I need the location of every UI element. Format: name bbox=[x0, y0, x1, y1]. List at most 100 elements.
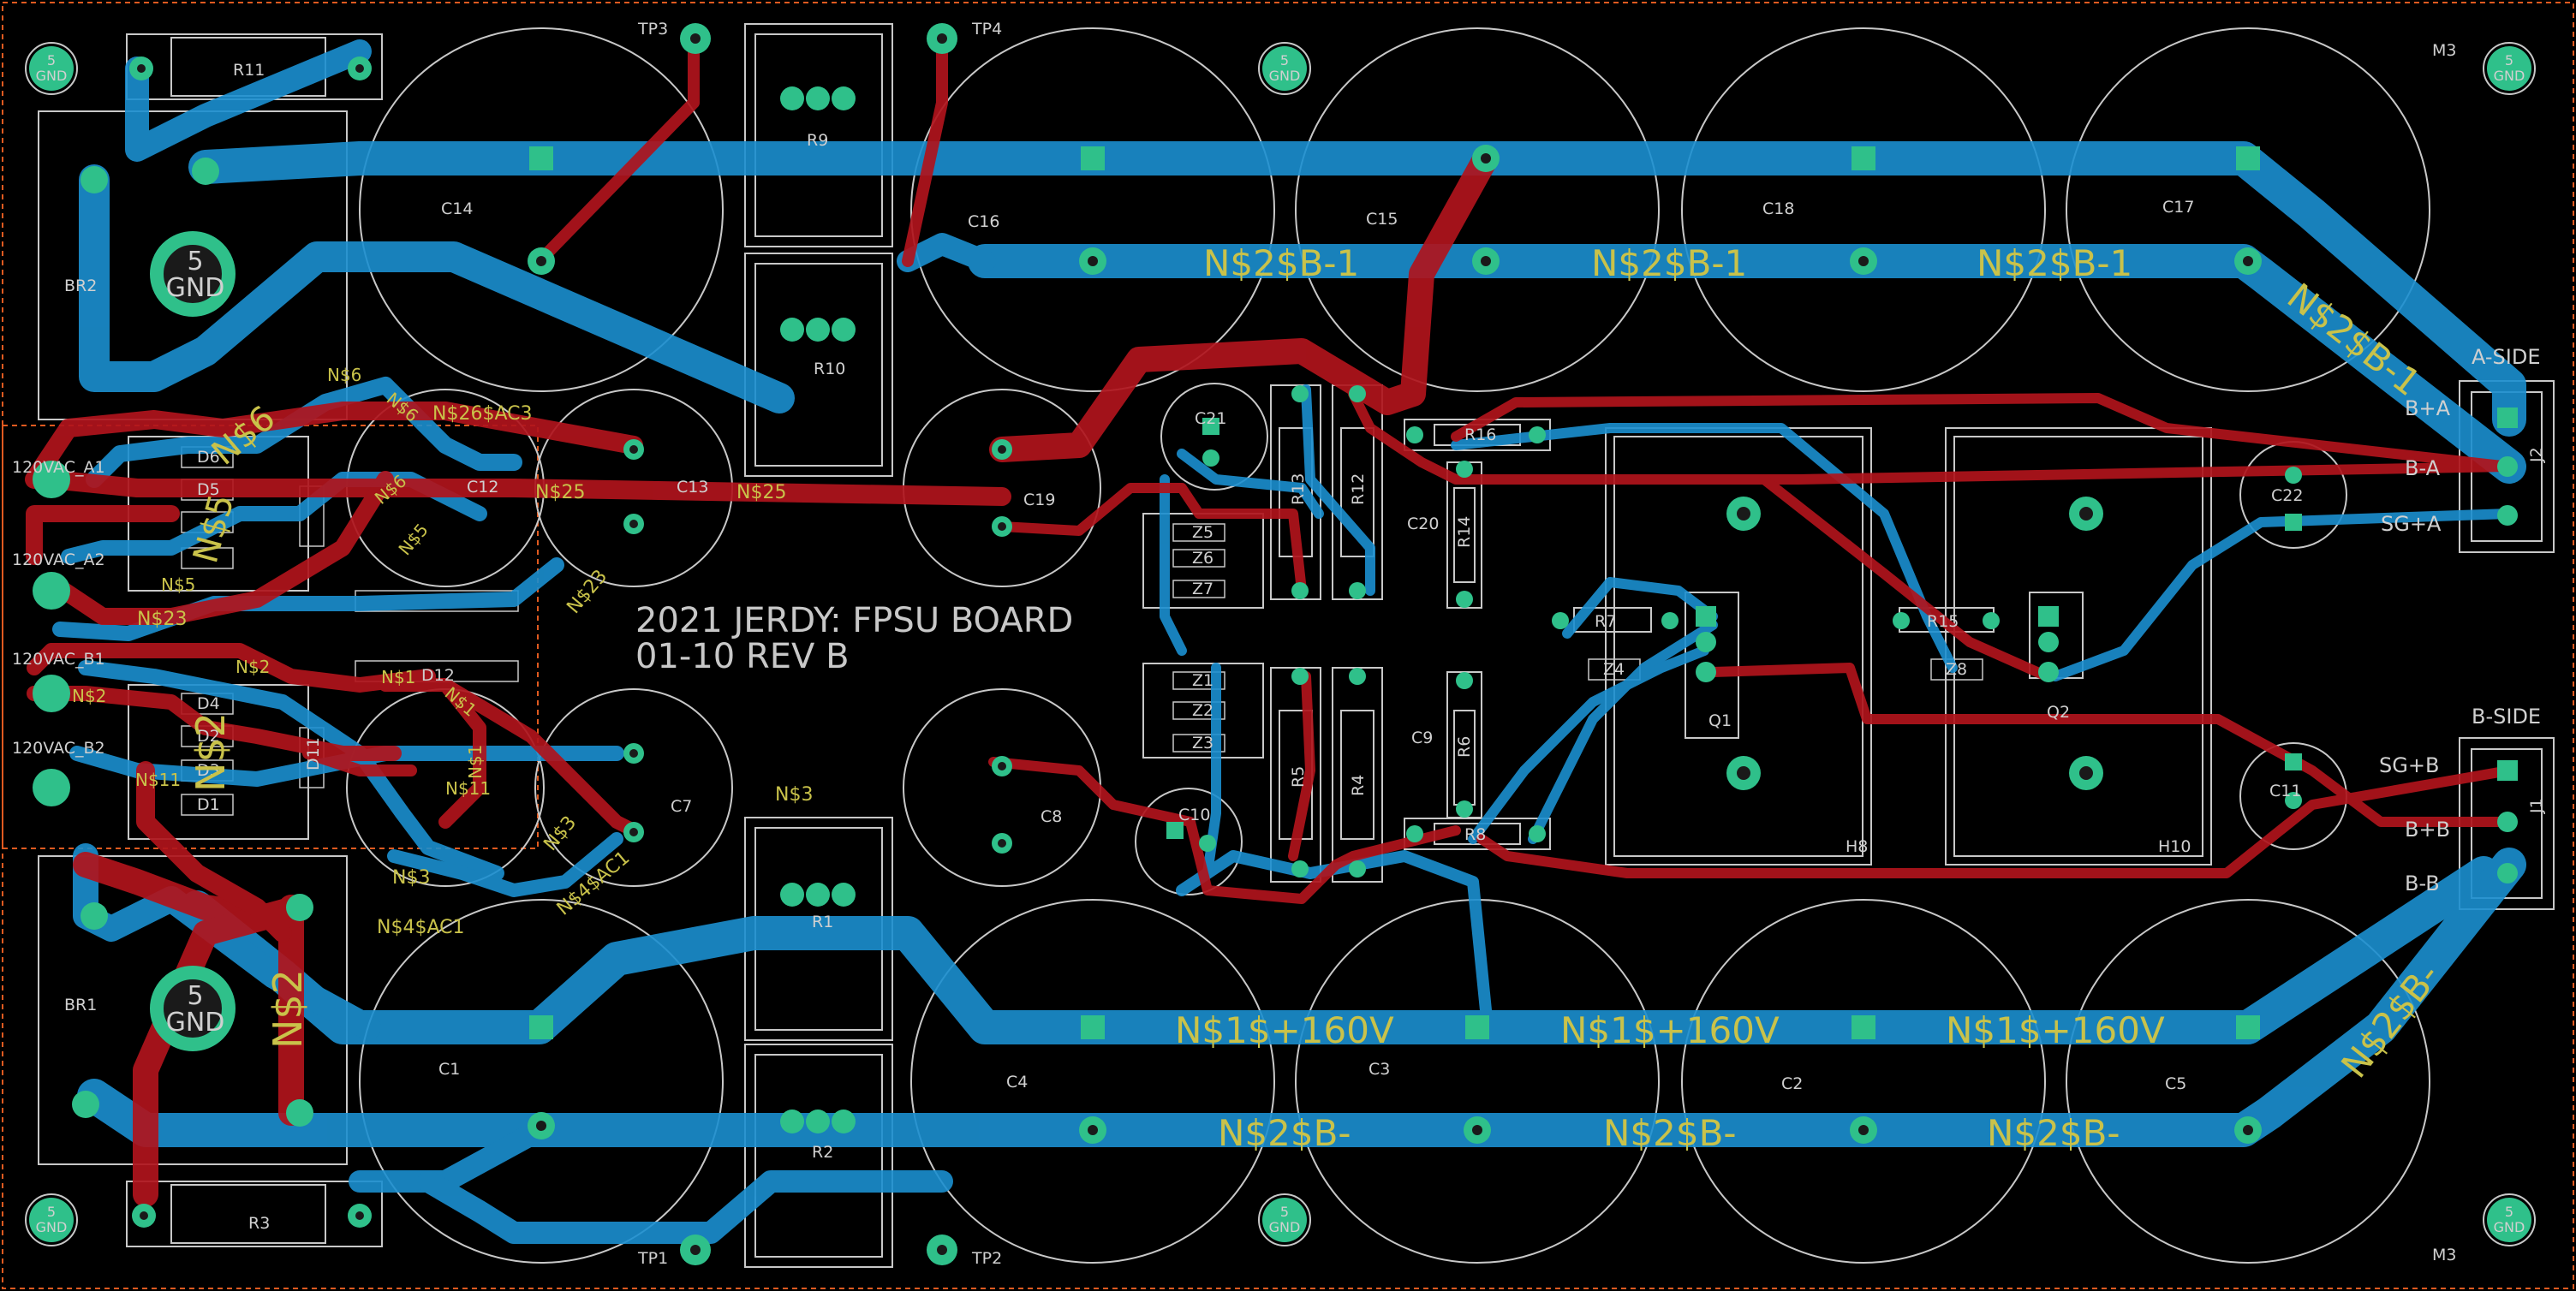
mount-hole-bc-bottom: GND bbox=[1269, 1219, 1301, 1235]
label-c8: C8 bbox=[1041, 807, 1062, 826]
gnd-hole-bottom-num: 5 bbox=[187, 981, 203, 1011]
label-c13: C13 bbox=[677, 478, 708, 497]
label-z3: Z3 bbox=[1192, 734, 1213, 753]
label-r4: R4 bbox=[1349, 775, 1368, 796]
label-c4: C4 bbox=[1006, 1073, 1028, 1092]
net-n25-b: N$25 bbox=[736, 482, 786, 503]
label-r10: R10 bbox=[814, 360, 845, 378]
label-br1: BR1 bbox=[64, 996, 97, 1014]
label-z5: Z5 bbox=[1192, 523, 1213, 542]
mount-hole-br-bottom: GND bbox=[2494, 1219, 2525, 1235]
net-top-rail-3: N$2$B-1 bbox=[1977, 242, 2132, 284]
pads bbox=[29, 23, 2531, 1265]
label-d12: D12 bbox=[421, 666, 455, 685]
mount-hole-labels: 5 GND 5 GND 5 GND 5 GND 5 GND 5 GND bbox=[36, 52, 2525, 1235]
label-z2: Z2 bbox=[1192, 701, 1213, 720]
label-z1: Z1 bbox=[1192, 671, 1213, 690]
net-n11-a: N$11 bbox=[445, 778, 491, 799]
label-c10: C10 bbox=[1178, 806, 1210, 824]
label-c19: C19 bbox=[1023, 491, 1055, 509]
net-bminus-2: N$2$B- bbox=[1603, 1112, 1737, 1154]
label-d3: D3 bbox=[197, 761, 220, 780]
net-n2-b: N$2 bbox=[236, 657, 270, 677]
pin-sg-plus-b: SG+B bbox=[2379, 753, 2439, 777]
label-c15: C15 bbox=[1366, 210, 1398, 229]
mount-hole-tc-bottom: GND bbox=[1269, 68, 1301, 84]
mount-hole-br-top: 5 bbox=[2505, 1204, 2513, 1220]
mount-hole-bc-top: 5 bbox=[1280, 1204, 1289, 1220]
net-top-rail-2: N$2$B-1 bbox=[1591, 242, 1747, 284]
label-d11: D11 bbox=[304, 737, 323, 770]
pin-b-minus-b: B-B bbox=[2405, 872, 2440, 895]
label-c1: C1 bbox=[438, 1060, 460, 1079]
label-tp3: TP3 bbox=[637, 20, 668, 39]
capacitor-outlines bbox=[346, 27, 2430, 1264]
connector-pin-labels: B+A B-A SG+A SG+B B+B B-B bbox=[2379, 396, 2451, 895]
label-br2: BR2 bbox=[64, 277, 97, 295]
label-h10: H10 bbox=[2158, 837, 2191, 856]
label-c14: C14 bbox=[441, 199, 473, 218]
label-d6: D6 bbox=[197, 448, 220, 467]
mount-hole-tr-top: 5 bbox=[2505, 52, 2513, 68]
label-c5: C5 bbox=[2165, 1074, 2186, 1093]
net-n2-c: N$2 bbox=[265, 969, 311, 1049]
net-n23-a: N$23 bbox=[137, 609, 187, 630]
label-tp4: TP4 bbox=[971, 20, 1002, 39]
label-r12: R12 bbox=[1349, 473, 1368, 505]
net-bminus-1: N$2$B- bbox=[1218, 1112, 1351, 1154]
label-r8: R8 bbox=[1464, 825, 1486, 844]
label-c20: C20 bbox=[1407, 515, 1439, 533]
board-title: 2021 JERDY: FPSU BOARD 01-10 REV B bbox=[635, 601, 1073, 676]
label-d1: D1 bbox=[197, 795, 220, 814]
net-n11-b: N$11 bbox=[135, 770, 181, 790]
label-r11: R11 bbox=[233, 61, 265, 80]
gnd-hole-labels: 5 GND 5 GND bbox=[166, 247, 225, 1038]
net-n3-a: N$3 bbox=[775, 784, 813, 806]
gnd-hole-bottom-label: GND bbox=[166, 1008, 225, 1038]
label-z8: Z8 bbox=[1946, 660, 1967, 679]
net-n3-b: N$3 bbox=[392, 867, 430, 889]
label-ac-b1: 120VAC_B1 bbox=[12, 650, 105, 669]
label-z7: Z7 bbox=[1192, 580, 1213, 598]
pin-b-plus-b: B+B bbox=[2405, 818, 2450, 842]
label-r15: R15 bbox=[1927, 612, 1959, 631]
label-c7: C7 bbox=[671, 797, 692, 816]
label-z6: Z6 bbox=[1192, 549, 1213, 568]
title-line2: 01-10 REV B bbox=[635, 637, 850, 676]
title-line1: 2021 JERDY: FPSU BOARD bbox=[635, 601, 1073, 640]
label-h8: H8 bbox=[1846, 837, 1868, 856]
net-n26-ac3: N$26$AC3 bbox=[432, 403, 532, 425]
label-m3-bottom: M3 bbox=[2432, 1246, 2456, 1264]
net-plus160-3: N$1$+160V bbox=[1946, 1009, 2165, 1051]
a-side-label: A-SIDE bbox=[2472, 345, 2541, 369]
label-c22: C22 bbox=[2271, 486, 2303, 505]
mount-hole-tr-bottom: GND bbox=[2494, 68, 2525, 84]
mount-hole-bl-bottom: GND bbox=[36, 1219, 68, 1235]
label-r6: R6 bbox=[1455, 736, 1474, 758]
label-r7: R7 bbox=[1595, 612, 1616, 631]
label-ac-a1: 120VAC_A1 bbox=[12, 458, 105, 477]
label-c9: C9 bbox=[1411, 729, 1433, 747]
mount-hole-bl-top: 5 bbox=[47, 1204, 56, 1220]
label-j2: J2 bbox=[2527, 447, 2546, 463]
label-z4: Z4 bbox=[1603, 660, 1625, 679]
pin-b-minus-a: B-A bbox=[2405, 456, 2441, 480]
label-r9: R9 bbox=[807, 131, 828, 150]
label-d2: D2 bbox=[197, 727, 220, 746]
pin-sg-plus-a: SG+A bbox=[2381, 512, 2442, 536]
label-r2: R2 bbox=[812, 1143, 833, 1162]
label-ac-a2: 120VAC_A2 bbox=[12, 550, 105, 569]
label-c18: C18 bbox=[1762, 199, 1794, 218]
label-tp2: TP2 bbox=[971, 1249, 1002, 1268]
side-labels: A-SIDE B-SIDE bbox=[2472, 345, 2541, 729]
label-tp1: TP1 bbox=[637, 1249, 668, 1268]
label-ac-b2: 120VAC_B2 bbox=[12, 739, 105, 758]
label-c11: C11 bbox=[2269, 782, 2301, 800]
mount-hole-tl-bottom: GND bbox=[36, 68, 68, 84]
label-c12: C12 bbox=[467, 478, 498, 497]
label-j1: J1 bbox=[2527, 798, 2546, 814]
net-plus160-2: N$1$+160V bbox=[1560, 1009, 1780, 1051]
label-q1: Q1 bbox=[1708, 711, 1732, 730]
net-bminus-3: N$2$B- bbox=[1987, 1112, 2120, 1154]
